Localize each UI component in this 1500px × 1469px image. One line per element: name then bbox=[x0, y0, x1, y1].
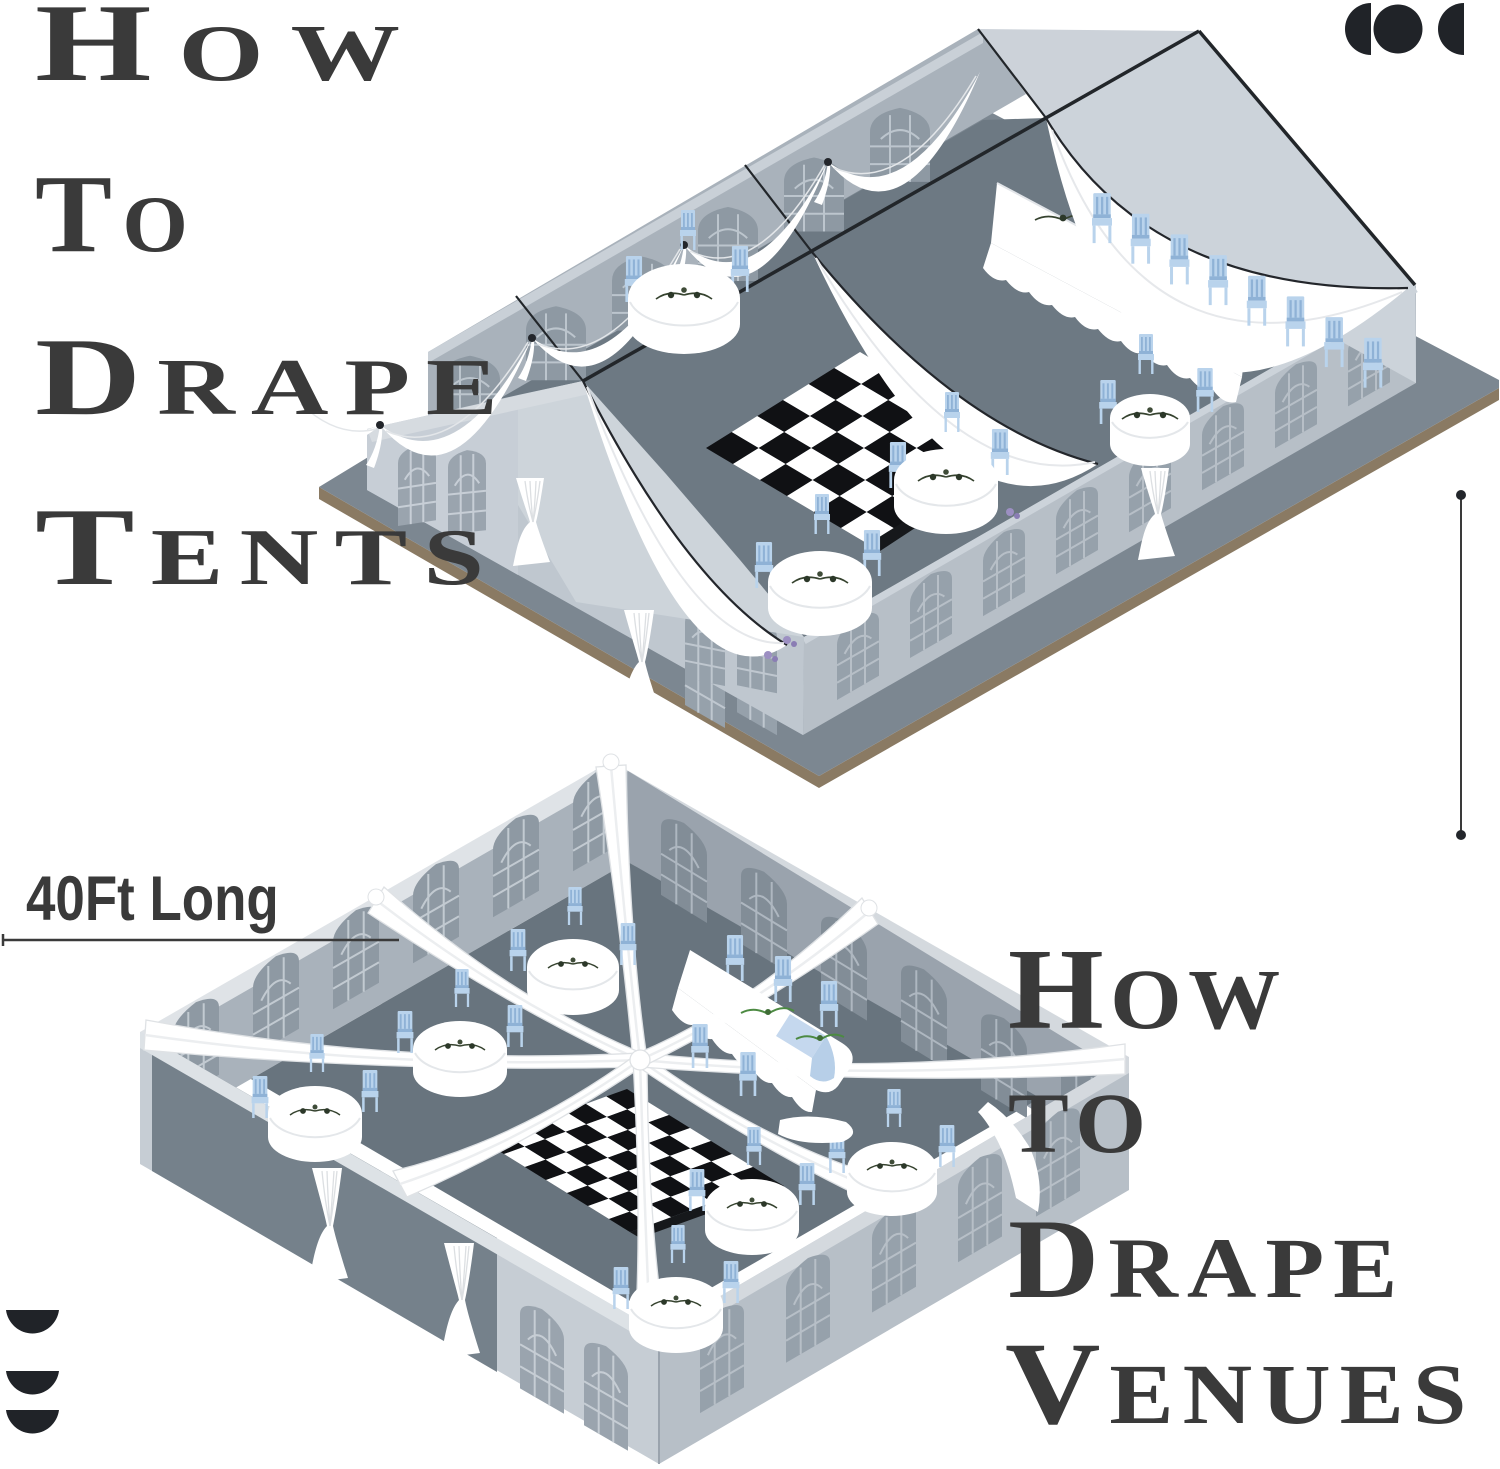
svg-text:HOW: HOW bbox=[35, 0, 427, 104]
svg-text:DRAPE: DRAPE bbox=[35, 316, 514, 439]
svg-text:TO: TO bbox=[1008, 1076, 1152, 1171]
svg-text:40Ft Long: 40Ft Long bbox=[26, 864, 279, 934]
svg-text:TENTS: TENTS bbox=[35, 486, 500, 608]
svg-text:HOW: HOW bbox=[1008, 926, 1287, 1053]
svg-text:DRAPE: DRAPE bbox=[1008, 1196, 1406, 1321]
svg-text:VENUES: VENUES bbox=[1005, 1318, 1475, 1449]
svg-text:TO: TO bbox=[35, 153, 198, 276]
